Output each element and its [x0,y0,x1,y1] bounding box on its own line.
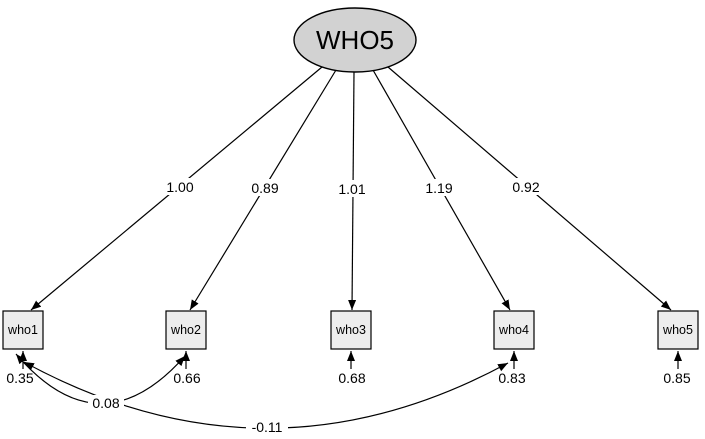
loading-value-text-who3: 1.01 [338,181,365,197]
latent-node: WHO5 [293,7,417,73]
indicator-who2: who2 [165,310,207,350]
loading-value-text-who5: 0.92 [512,179,539,195]
indicator-who5: who5 [657,310,699,350]
indicator-who4: who4 [493,310,535,350]
indicator-nodes: who1 who2 who3 who4 who5 [2,310,699,350]
loading-value-who1: 1.00 [162,178,198,195]
loading-value-text-who2: 0.89 [251,180,278,196]
loading-value-bg-who2 [247,179,283,196]
error-value-who3: 0.68 [338,370,365,386]
covariance-value-text-who1-who4: -0.11 [252,419,283,435]
loading-values: 1.00 0.89 1.01 1.19 0.92 [162,178,544,197]
error-value-who5: 0.85 [663,370,690,386]
latent-ellipse [293,7,417,73]
error-value-who4: 0.83 [498,370,525,386]
indicator-who1: who1 [2,310,44,350]
indicator-box-who5 [657,310,699,350]
indicator-box-who1 [2,310,44,350]
loading-value-bg-who3 [334,180,370,197]
loading-value-text-who1: 1.00 [166,179,193,195]
indicator-label-who3: who3 [335,323,366,337]
loading-value-who2: 0.89 [247,179,283,196]
latent-label: WHO5 [316,25,394,55]
covariance-value-bg-who1-who2 [88,395,124,411]
loading-value-who4: 1.19 [421,179,457,196]
loading-value-who5: 0.92 [508,178,544,195]
loading-value-bg-who1 [162,178,198,195]
covariance-value-bg-who1-who4 [246,419,288,435]
indicator-box-who4 [493,310,535,350]
indicator-box-who2 [165,310,207,350]
covariance-value-text-who1-who2: 0.08 [92,395,119,411]
indicator-label-who5: who5 [662,323,693,337]
error-values: 0.35 0.66 0.68 0.83 0.85 [6,370,690,386]
indicator-label-who2: who2 [170,323,201,337]
covariance-value-who1-who4: -0.11 [246,419,288,435]
loading-value-who3: 1.01 [334,180,370,197]
indicator-label-who1: who1 [7,323,38,337]
covariance-values: 0.08 -0.11 [88,395,288,435]
loading-value-bg-who5 [508,178,544,195]
error-value-who2: 0.66 [173,370,200,386]
indicator-who3: who3 [330,310,372,350]
indicator-box-who3 [330,310,372,350]
covariance-edges [15,353,509,429]
error-arrows [19,351,682,369]
covariance-value-who1-who2: 0.08 [88,395,124,411]
loading-value-text-who4: 1.19 [425,180,452,196]
loading-value-bg-who4 [421,179,457,196]
indicator-label-who4: who4 [498,323,529,337]
error-value-who1: 0.35 [6,370,33,386]
